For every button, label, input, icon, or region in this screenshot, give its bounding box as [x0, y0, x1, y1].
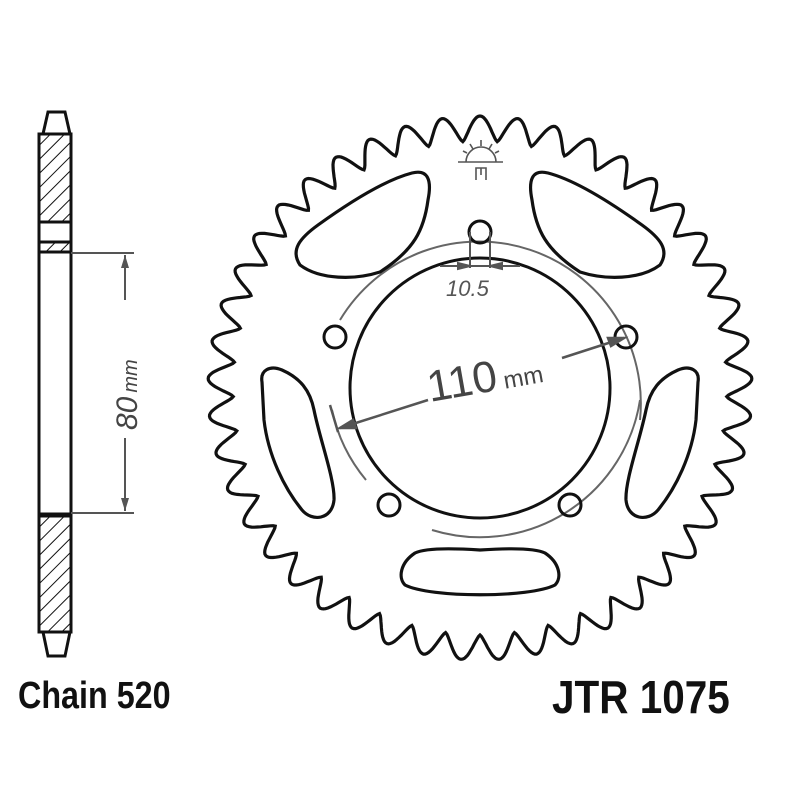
side-profile: 80mm [37, 110, 144, 658]
center-bore-dimension: 80mm [111, 359, 144, 430]
pcd-dimension [328, 336, 629, 433]
pcd-arc-bottom [431, 399, 641, 539]
pcd-arc [339, 240, 642, 421]
sprocket-teeth-outline [206, 114, 754, 661]
chain-size-label: Chain 520 [18, 675, 171, 717]
bolt-holes [322, 219, 639, 518]
lightening-slots [260, 170, 700, 597]
bolt-hole-dimension [440, 232, 520, 271]
jt-sunrise-logo-icon [458, 140, 503, 180]
part-number-label: JTR 1075 [552, 671, 730, 723]
center-bore [348, 256, 612, 520]
bolt-hole-dimension-label: 10.5 [446, 276, 490, 301]
pcd-dimension-label: 110mm [423, 343, 546, 411]
